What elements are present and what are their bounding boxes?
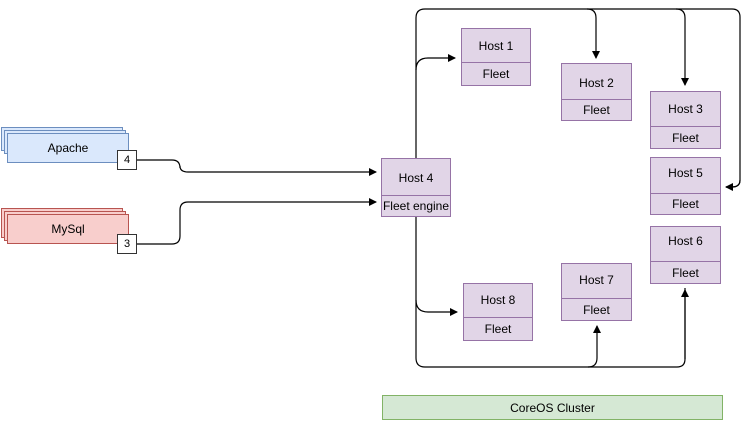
- host4-name: Host 4: [398, 171, 434, 185]
- host1-name: Host 1: [478, 39, 514, 53]
- host6-name: Host 6: [668, 234, 703, 248]
- host2-name: Host 2: [579, 75, 614, 90]
- host4-sub: Fleet engine: [382, 195, 450, 216]
- host5-box[interactable]: Host 5 Fleet: [650, 157, 721, 215]
- mysql-count: 3: [123, 238, 131, 250]
- apache-to-host4-connector: [137, 159, 377, 176]
- to-host2-connector: [586, 8, 600, 59]
- to-host3-connector: [675, 8, 689, 86]
- host6-sub: Fleet: [651, 261, 720, 283]
- host3-box[interactable]: Host 3 Fleet: [650, 91, 721, 149]
- host3-sub: Fleet: [651, 126, 720, 148]
- to-host1-connector: [415, 54, 456, 71]
- to-host8-connector: [415, 299, 458, 316]
- host4-box[interactable]: Host 4 Fleet engine: [381, 158, 451, 217]
- host2-box[interactable]: Host 2 Fleet: [561, 63, 632, 121]
- loop-to-host5-arrow: [725, 179, 741, 191]
- cluster-label-text: CoreOS Cluster: [510, 400, 595, 415]
- apache-count-badge: 4: [117, 150, 137, 170]
- mysql-to-host4-connector: [137, 198, 377, 245]
- host5-sub: Fleet: [651, 193, 720, 214]
- host7-name: Host 7: [579, 273, 614, 287]
- host1-sub: Fleet: [462, 62, 530, 85]
- to-host7-connector: [587, 325, 601, 368]
- host5-name: Host 5: [668, 165, 703, 180]
- host8-name: Host 8: [480, 293, 516, 307]
- host6-box[interactable]: Host 6 Fleet: [650, 226, 721, 284]
- apache-count: 4: [123, 154, 131, 166]
- host4-down-connector: [415, 217, 686, 368]
- mysql-service[interactable]: MySql: [7, 214, 129, 244]
- mysql-label: MySql: [51, 222, 85, 236]
- apache-label: Apache: [47, 141, 89, 155]
- apache-service[interactable]: Apache: [7, 133, 129, 163]
- mysql-count-badge: 3: [117, 234, 137, 254]
- host7-box[interactable]: Host 7 Fleet: [561, 263, 632, 321]
- host1-box[interactable]: Host 1 Fleet: [461, 28, 531, 86]
- host8-box[interactable]: Host 8 Fleet: [463, 283, 533, 341]
- host7-sub: Fleet: [562, 298, 631, 320]
- host2-sub: Fleet: [562, 99, 631, 120]
- host8-sub: Fleet: [464, 317, 532, 340]
- coreos-cluster-label[interactable]: CoreOS Cluster: [382, 395, 723, 420]
- host3-name: Host 3: [668, 101, 703, 116]
